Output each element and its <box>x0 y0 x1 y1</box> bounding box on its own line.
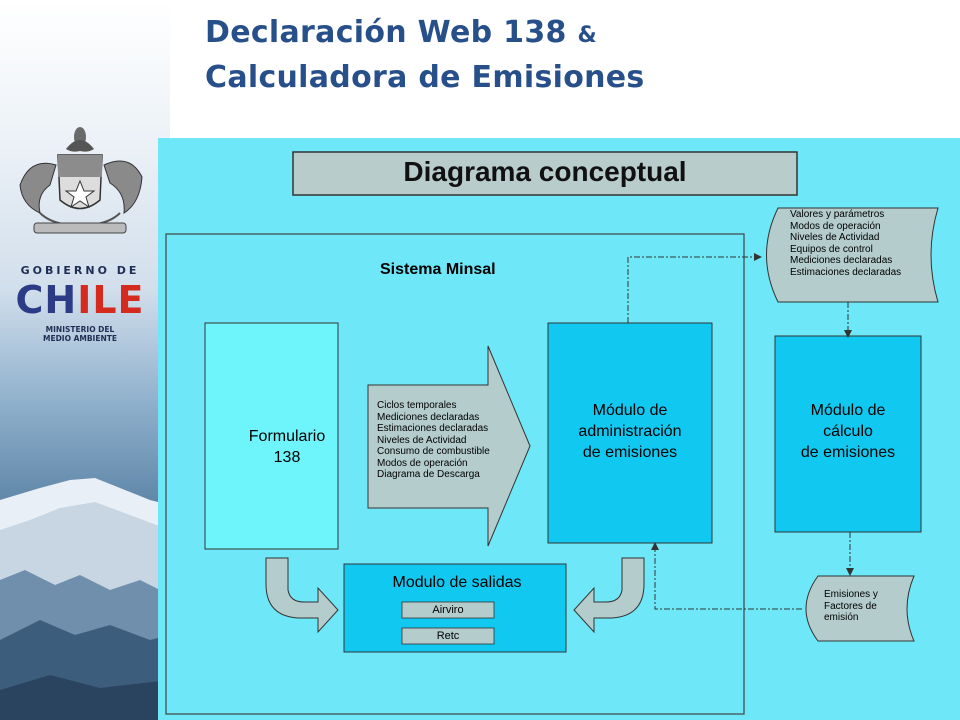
emisiones-list: Emisiones y Factores de emisión <box>824 589 878 624</box>
ministerio-line1: MINISTERIO DEL <box>45 325 115 334</box>
sistema-minsal-frame <box>165 233 745 715</box>
ministerio-line2: MEDIO AMBIENTE <box>42 334 117 343</box>
input-arrow-shape <box>367 345 531 547</box>
parametro-item: Estimaciones declaradas <box>790 266 902 278</box>
diagram-panel: Diagrama conceptual Sistema Minsal Formu… <box>158 138 960 720</box>
modulo-calculo-line: de emisiones <box>800 444 896 461</box>
modulo-admin-label: Módulo de administración de emisiones <box>548 400 712 463</box>
arrow-item: Ciclos temporales <box>377 400 457 411</box>
parametro-item: Valores y parámetros <box>790 209 885 220</box>
modulo-admin-line: Módulo de <box>592 402 668 419</box>
parametro-item: Mediciones declaradas <box>790 255 893 266</box>
page-title: Declaración Web 138 & Calculadora de Emi… <box>205 12 645 99</box>
sistema-minsal-label: Sistema Minsal <box>380 261 496 278</box>
title-ampersand: & <box>577 23 597 48</box>
parametro-item: Modos de operación <box>790 220 881 232</box>
diagram-graphics <box>165 151 939 715</box>
parametros-list: Valores y parámetros Modos de operación … <box>790 209 901 278</box>
formulario-label: Formulario 138 <box>205 426 369 468</box>
formulario-box <box>204 322 339 550</box>
arrow-item: Modos de operación <box>377 457 468 469</box>
modulo-admin-line: de emisiones <box>582 444 678 461</box>
mountain-landscape <box>0 478 170 720</box>
emisiones-item: Factores de <box>824 600 877 612</box>
title-line1: Declaración Web 138 <box>205 15 567 50</box>
parametros-shape <box>766 207 939 303</box>
sidebar-decoration: GOBIERNO DE CHILE MINISTERIO DEL MEDIO A… <box>0 0 170 720</box>
modulo-admin-box <box>547 322 713 544</box>
chile-logo-text: CHILE <box>0 280 160 320</box>
modulo-calculo-line: Módulo de <box>810 402 886 419</box>
formulario-label-line1: Formulario <box>248 428 326 445</box>
parametro-item: Equipos de control <box>790 243 873 255</box>
curved-arrow-left <box>265 557 339 634</box>
modulo-salidas-title: Modulo de salidas <box>392 574 522 591</box>
gobierno-label: GOBIERNO DE <box>20 264 140 277</box>
arrow-item: Mediciones declaradas <box>377 411 480 423</box>
arrow-item: Consumo de combustible <box>377 446 490 457</box>
retc-button[interactable]: Retc <box>436 630 460 642</box>
emisiones-shape <box>805 575 915 642</box>
connector-arrowheads <box>651 253 854 576</box>
emisiones-item: Emisiones y <box>824 589 878 600</box>
parametro-item: Niveles de Actividad <box>790 232 880 243</box>
chile-red-text: ILE <box>77 278 145 322</box>
input-arrow-list: Ciclos temporales Mediciones declaradas … <box>377 400 490 481</box>
chile-blue-text: CH <box>15 278 78 322</box>
dashed-connectors <box>627 256 851 610</box>
arrow-item: Estimaciones declaradas <box>377 423 489 434</box>
modulo-calculo-box <box>774 335 922 533</box>
coat-of-arms-icon <box>19 127 143 234</box>
diagram-header: Diagrama conceptual <box>403 156 687 187</box>
modulo-calculo-line: cálculo <box>823 423 873 440</box>
arrow-item: Diagrama de Descarga <box>377 469 480 480</box>
curved-arrow-right <box>573 557 645 634</box>
modulo-calculo-label: Módulo de cálculo de emisiones <box>774 400 922 463</box>
formulario-label-line2: 138 <box>273 449 301 466</box>
emisiones-item: emisión <box>824 612 859 623</box>
airviro-button[interactable]: Airviro <box>432 604 464 616</box>
diagram-header-box <box>292 151 798 196</box>
modulo-admin-line: administración <box>578 423 682 440</box>
title-line2: Calculadora de Emisiones <box>205 60 645 95</box>
arrow-item: Niveles de Actividad <box>377 434 467 446</box>
